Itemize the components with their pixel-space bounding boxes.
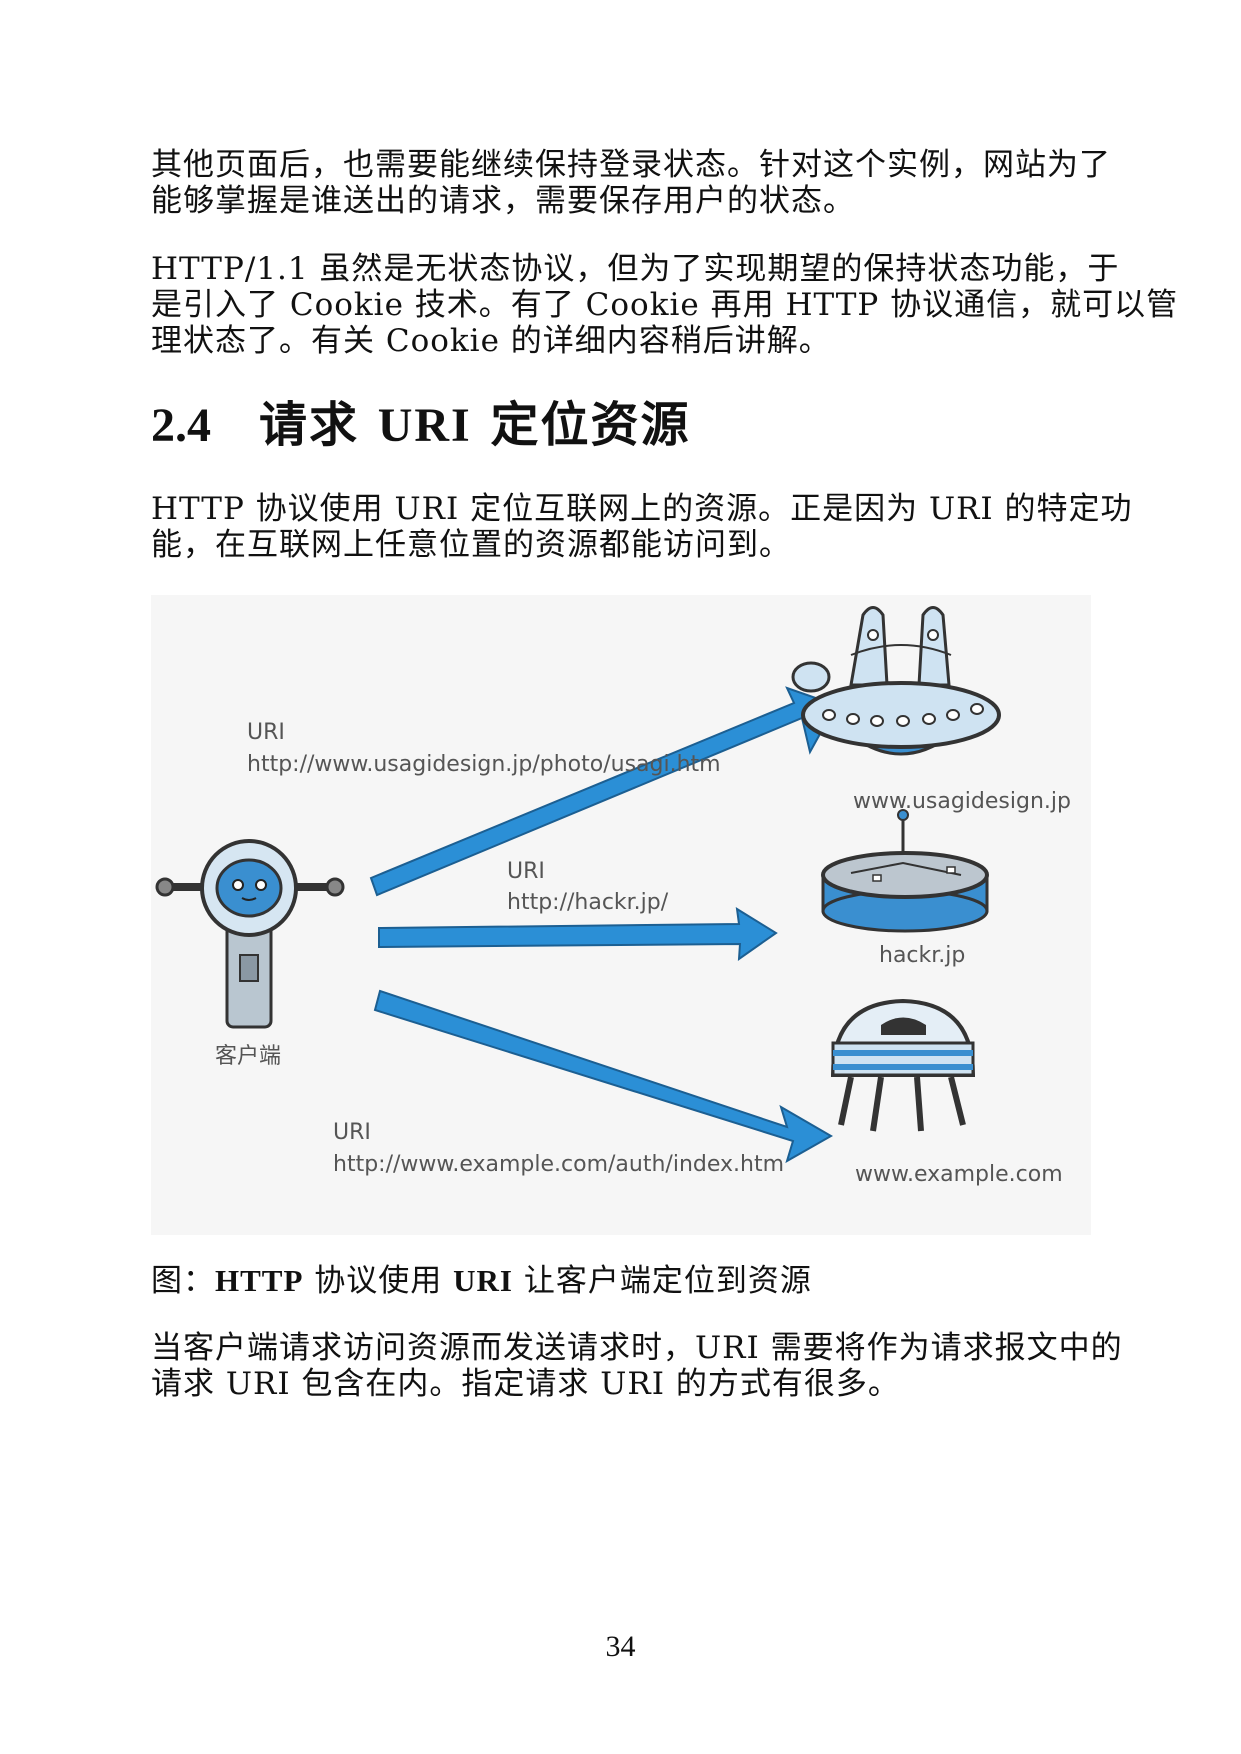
paragraph-line: 能，在互联网上任意位置的资源都能访问到。 (151, 527, 791, 563)
paragraph-4: 当客户端请求访问资源而发送请求时，URI 需要将作为请求报文中的 请求 URI … (151, 1330, 1123, 1402)
client-label: 客户端 (215, 1044, 281, 1069)
caption-prefix: 图： (151, 1263, 215, 1299)
paragraph-line: 其他页面后，也需要能继续保持登录状态。针对这个实例，网站为了 (151, 147, 1111, 183)
uri-label-2: URI (507, 859, 545, 884)
section-title-post: 定位资源 (471, 397, 691, 453)
paragraph-line: 当客户端请求访问资源而发送请求时，URI 需要将作为请求报文中的 (151, 1330, 1123, 1366)
arrow-to-usagidesign (369, 686, 838, 897)
server-label-3: www.example.com (855, 1162, 1063, 1187)
uri-figure: 客户端 URI http://www.usagidesign.jp/photo/… (151, 595, 1091, 1235)
section-title-bold: URI (377, 399, 472, 452)
section-title-pre: 请求 (259, 397, 378, 453)
caption-rest: 让客户端定位到资源 (512, 1263, 812, 1299)
paragraph-line: HTTP/1.1 虽然是无状态协议，但为了实现期望的保持状态功能，于 (151, 251, 1120, 287)
server-label-1: www.usagidesign.jp (853, 789, 1071, 814)
section-title: 请求 URI 定位资源 (259, 397, 690, 453)
section-heading: 2.4 请求 URI 定位资源 (151, 395, 690, 456)
paragraph-line: 请求 URI 包含在内。指定请求 URI 的方式有很多。 (151, 1366, 900, 1402)
paragraph-line: HTTP 协议使用 URI 定位互联网上的资源。正是因为 URI 的特定功 (151, 491, 1133, 527)
uri-label-1: URI (247, 720, 285, 745)
caption-mid: 协议使用 (303, 1263, 454, 1299)
usagidesign-server-icon (791, 606, 1001, 756)
paragraph-line: 是引入了 Cookie 技术。有了 Cookie 再用 HTTP 协议通信，就可… (151, 287, 1179, 323)
paragraph-2: HTTP/1.1 虽然是无状态协议，但为了实现期望的保持状态功能，于 是引入了 … (151, 251, 1179, 359)
paragraph-line: 能够掌握是谁送出的请求，需要保存用户的状态。 (151, 183, 855, 219)
example-server-icon (830, 998, 976, 1132)
section-number: 2.4 (151, 399, 211, 452)
uri-text-1: http://www.usagidesign.jp/photo/usagi.ht… (247, 752, 721, 777)
uri-diagram: 客户端 URI http://www.usagidesign.jp/photo/… (155, 606, 1071, 1187)
page-number: 34 (605, 1630, 636, 1663)
arrow-to-hackr (378, 907, 778, 962)
figure-caption: 图：HTTP 协议使用 URI 让客户端定位到资源 (151, 1263, 812, 1299)
paragraph-line: 理状态了。有关 Cookie 的详细内容稍后讲解。 (151, 323, 831, 359)
paragraph-3: HTTP 协议使用 URI 定位互联网上的资源。正是因为 URI 的特定功 能，… (151, 491, 1133, 563)
uri-text-2: http://hackr.jp/ (507, 890, 669, 915)
paragraph-1: 其他页面后，也需要能继续保持登录状态。针对这个实例，网站为了 能够掌握是谁送出的… (151, 147, 1111, 219)
uri-label-3: URI (333, 1120, 371, 1145)
caption-bold-2: URI (453, 1263, 513, 1298)
uri-text-3: http://www.example.com/auth/index.htm (333, 1152, 784, 1177)
hackr-server-icon (821, 809, 989, 933)
client-robot-icon (155, 839, 345, 1029)
arrow-to-example (373, 989, 834, 1164)
server-label-2: hackr.jp (879, 943, 965, 968)
caption-bold-1: HTTP (215, 1263, 304, 1298)
